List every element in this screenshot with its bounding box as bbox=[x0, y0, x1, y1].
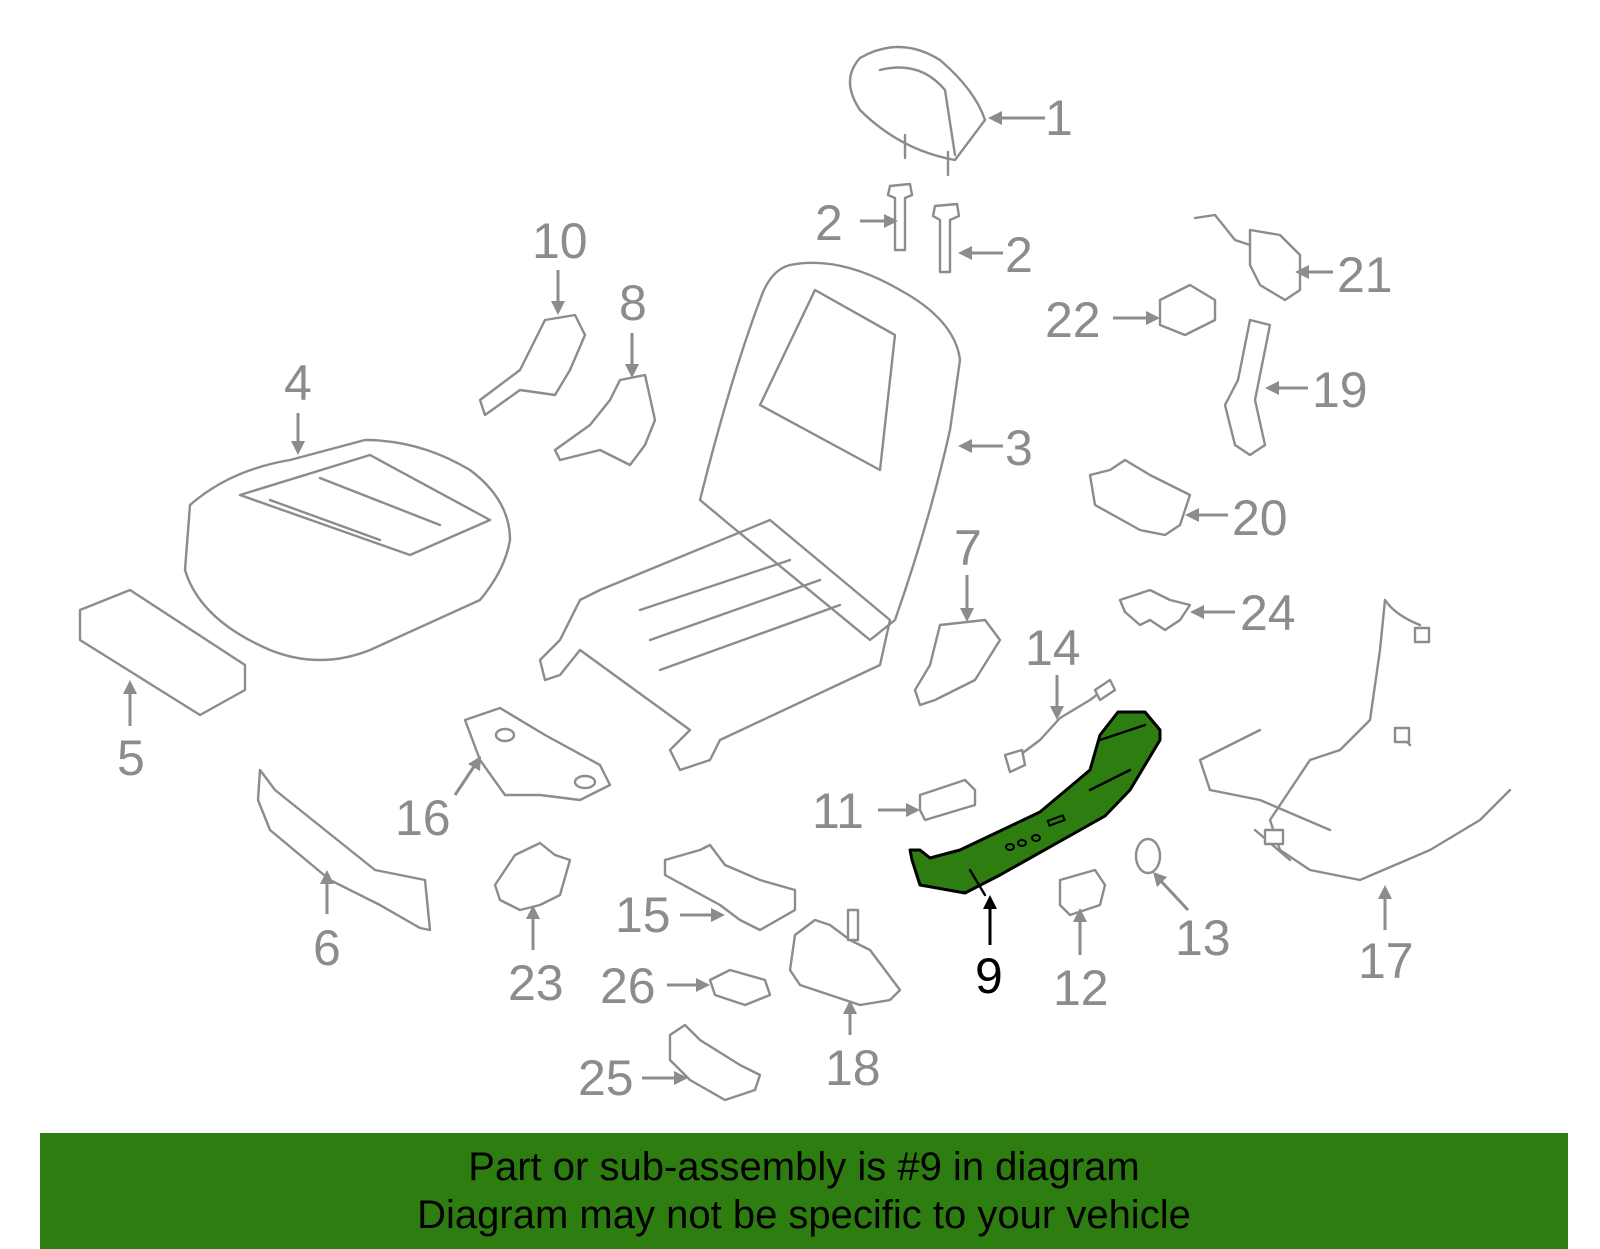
callout-labels: 1 2 2 3 4 5 6 7 8 10 11 12 13 14 15 16 1… bbox=[117, 90, 1414, 1106]
part-18-bracket[interactable] bbox=[788, 908, 902, 1007]
callout-14: 14 bbox=[1025, 620, 1081, 676]
callout-9-arrow bbox=[983, 895, 997, 945]
part-15-cover[interactable] bbox=[663, 843, 797, 932]
banner-line-1: Part or sub-assembly is #9 in diagram bbox=[468, 1145, 1140, 1189]
part-16-bracket[interactable] bbox=[463, 706, 612, 802]
callout-9-group: 9 bbox=[975, 948, 1003, 1004]
part-24-clip[interactable] bbox=[1118, 588, 1192, 632]
part-19-duct[interactable] bbox=[1223, 318, 1272, 457]
part-3-seat-assembly[interactable] bbox=[538, 261, 962, 772]
callout-11: 11 bbox=[812, 783, 864, 839]
part-5-pad[interactable] bbox=[78, 588, 247, 717]
part-13-cap[interactable] bbox=[1134, 837, 1162, 875]
part-6-trim[interactable] bbox=[256, 768, 432, 932]
part-26-clip[interactable] bbox=[708, 968, 772, 1007]
callout-5: 5 bbox=[117, 730, 145, 786]
callout-1: 1 bbox=[1045, 90, 1073, 146]
callout-12: 12 bbox=[1053, 960, 1109, 1016]
callout-22: 22 bbox=[1045, 292, 1101, 348]
callout-19: 19 bbox=[1312, 362, 1368, 418]
callout-15: 15 bbox=[615, 887, 671, 943]
callout-2a: 2 bbox=[815, 195, 843, 251]
callout-6: 6 bbox=[313, 920, 341, 976]
part-2-guide-left[interactable] bbox=[886, 182, 914, 252]
part-23-bracket[interactable] bbox=[493, 841, 572, 912]
callout-3: 3 bbox=[1005, 420, 1033, 476]
callout-4: 4 bbox=[284, 355, 312, 411]
callout-13: 13 bbox=[1175, 910, 1231, 966]
callout-25: 25 bbox=[578, 1050, 634, 1106]
callout-21: 21 bbox=[1337, 247, 1393, 303]
callout-26: 26 bbox=[600, 958, 656, 1014]
part-17-harness[interactable] bbox=[1198, 598, 1512, 882]
callout-24: 24 bbox=[1240, 585, 1296, 641]
part-4-cushion[interactable] bbox=[183, 438, 512, 662]
part-9-fill[interactable] bbox=[908, 710, 1162, 895]
callout-16: 16 bbox=[395, 790, 451, 846]
banner-line-2: Diagram may not be specific to your vehi… bbox=[417, 1193, 1191, 1237]
part-1-headrest[interactable] bbox=[848, 45, 987, 177]
part-10-bracket[interactable] bbox=[478, 313, 587, 417]
callout-23: 23 bbox=[508, 955, 564, 1011]
callout-2b: 2 bbox=[1005, 227, 1033, 283]
part-14-cable[interactable] bbox=[1003, 678, 1117, 774]
callout-20: 20 bbox=[1232, 490, 1288, 546]
callout-18: 18 bbox=[825, 1040, 881, 1096]
part-9-side-cover[interactable] bbox=[908, 710, 1162, 897]
part-11-knob[interactable] bbox=[918, 778, 977, 822]
part-20-bracket[interactable] bbox=[1088, 458, 1192, 537]
exploded-seat-diagram: 1 2 2 3 4 5 6 7 8 10 11 12 13 14 15 16 1… bbox=[78, 45, 1512, 1106]
callout-10: 10 bbox=[532, 213, 588, 269]
callout-17: 17 bbox=[1358, 933, 1414, 989]
part-12-knob[interactable] bbox=[1058, 868, 1107, 917]
part-2-guide-right[interactable] bbox=[931, 202, 961, 274]
callout-9: 9 bbox=[975, 948, 1003, 1004]
callout-8: 8 bbox=[619, 275, 647, 331]
part-8-bracket[interactable] bbox=[553, 373, 657, 467]
callout-arrows bbox=[123, 111, 1392, 1085]
part-7-bracket[interactable] bbox=[913, 618, 1002, 707]
info-banner: Part or sub-assembly is #9 in diagram Di… bbox=[40, 1133, 1568, 1249]
part-21-module[interactable] bbox=[1193, 213, 1302, 302]
callout-7: 7 bbox=[954, 520, 982, 576]
part-25-cover[interactable] bbox=[668, 1023, 762, 1102]
part-22-clip[interactable] bbox=[1158, 283, 1217, 337]
